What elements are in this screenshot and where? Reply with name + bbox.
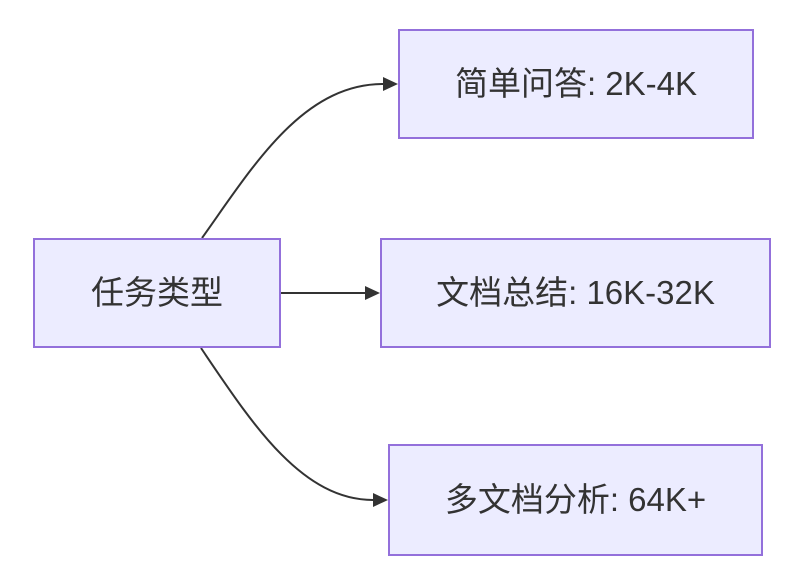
node-task-type-label: 任务类型 xyxy=(91,274,223,312)
node-simple-qa: 简单问答: 2K-4K xyxy=(398,29,754,139)
node-task-type: 任务类型 xyxy=(33,238,281,348)
arrowhead-doc-summary xyxy=(365,286,380,300)
node-simple-qa-label: 简单问答: 2K-4K xyxy=(454,65,698,103)
edge-root-to-simple-qa xyxy=(201,83,384,239)
node-doc-summary: 文档总结: 16K-32K xyxy=(380,238,771,348)
node-multi-doc-analysis: 多文档分析: 64K+ xyxy=(388,444,763,556)
node-doc-summary-label: 文档总结: 16K-32K xyxy=(436,274,715,312)
arrowhead-simple-qa xyxy=(383,77,398,91)
edge-root-to-multi-doc-analysis xyxy=(200,347,374,501)
node-multi-doc-analysis-label: 多文档分析: 64K+ xyxy=(444,481,707,519)
arrowhead-multi-doc-analysis xyxy=(373,493,388,507)
